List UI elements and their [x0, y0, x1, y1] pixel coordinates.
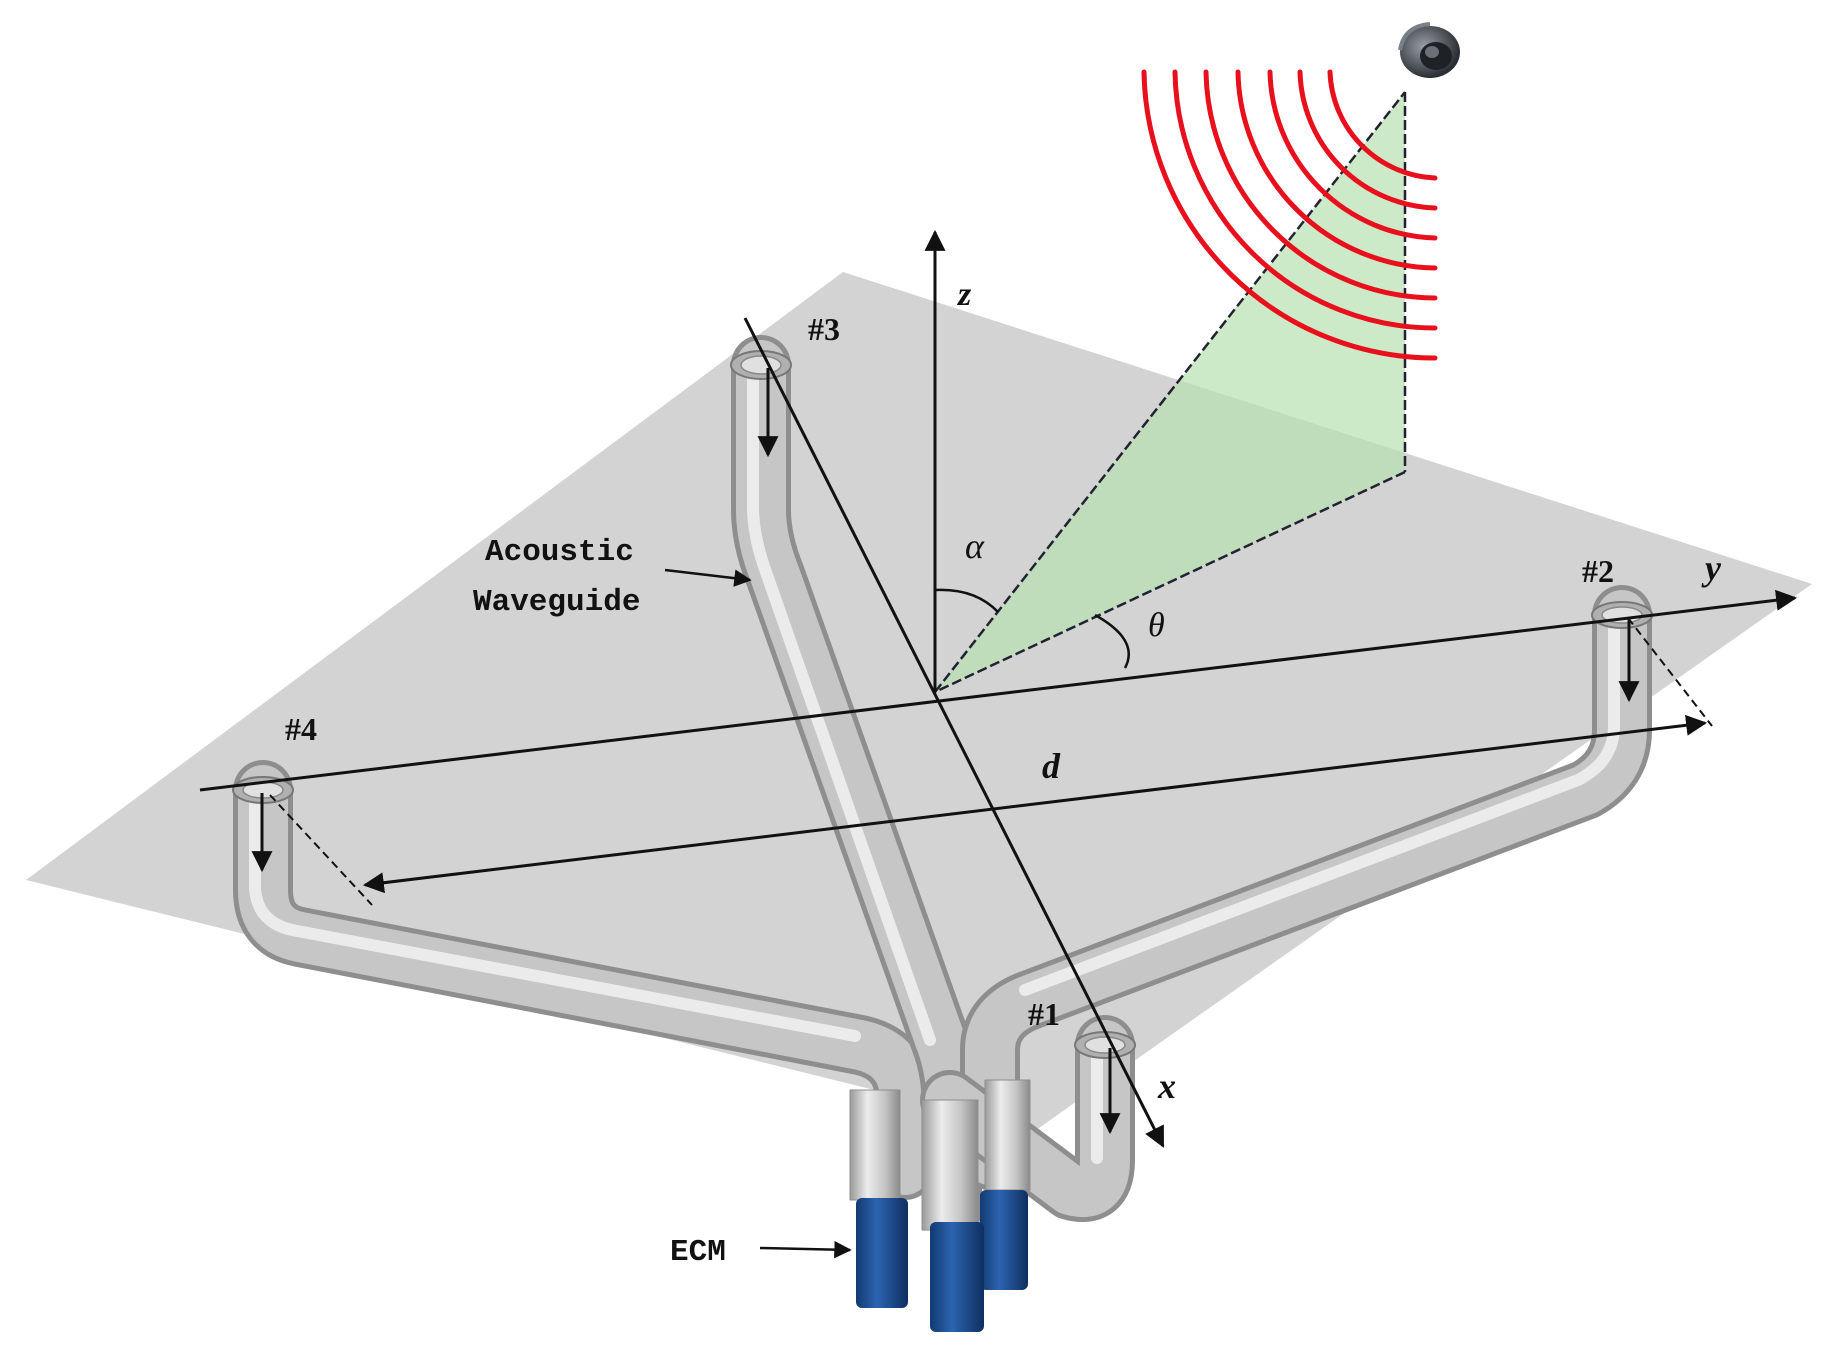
label-mic-4: #4 [285, 711, 317, 747]
label-axis-x: x [1157, 1066, 1176, 1106]
waveguide-tube-1 [920, 1015, 1135, 1222]
spacing-d-arrow [362, 714, 1708, 894]
tube-openings [232, 350, 1653, 1059]
label-mic-3: #3 [808, 311, 840, 347]
label-alpha: α [965, 526, 985, 566]
label-waveguide-line1: Acoustic [485, 535, 634, 570]
label-theta: θ [1148, 607, 1165, 644]
ecm-callout-arrow [759, 1240, 852, 1259]
label-spacing-d: d [1042, 746, 1061, 786]
theta-arc [1094, 613, 1130, 669]
sound-wave-arcs [1141, 69, 1438, 361]
coordinate-axes [199, 229, 1798, 1259]
alpha-arc [934, 588, 999, 613]
waveguide-tube-4 [233, 760, 935, 1200]
label-ecm: ECM [670, 1235, 726, 1270]
label-mic-2: #2 [1582, 553, 1614, 589]
label-waveguide-line2: Waveguide [473, 585, 640, 620]
label-axis-z: z [957, 276, 972, 313]
ecm-microphones [856, 1190, 1028, 1332]
speaker-icon [1398, 22, 1460, 78]
waveguide-callout-arrow [664, 568, 752, 587]
ecm-3 [930, 1222, 984, 1332]
label-axis-y: y [1701, 548, 1722, 588]
ecm-2 [980, 1190, 1028, 1290]
ecm-1 [856, 1198, 908, 1308]
label-mic-1: #1 [1028, 996, 1060, 1032]
